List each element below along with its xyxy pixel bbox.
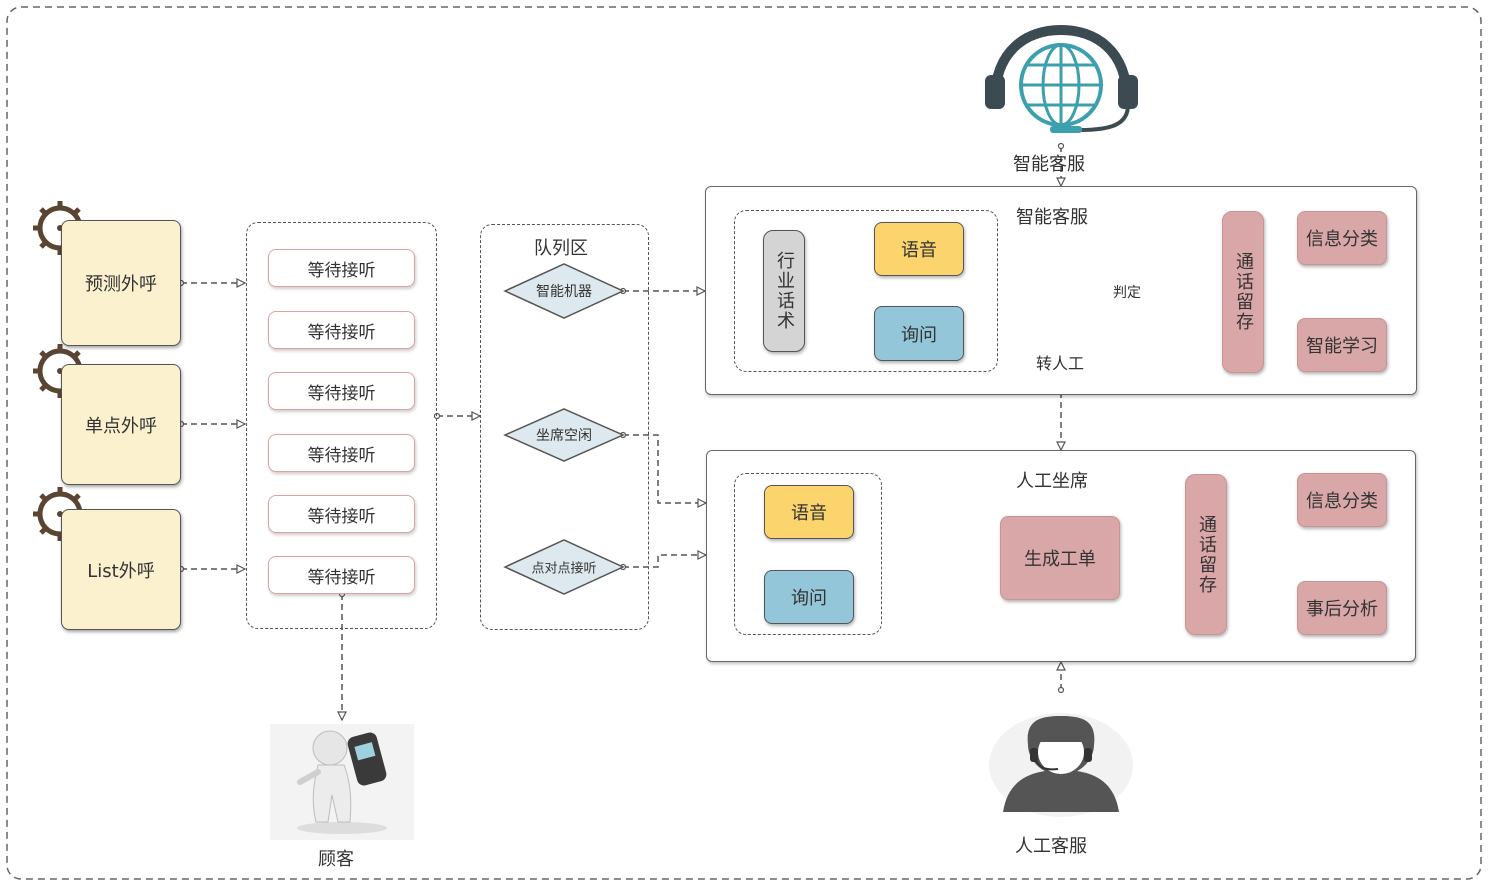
transfer-to-human-label: 转人工 <box>1036 354 1085 373</box>
wait-item[interactable]: 等待接听 <box>268 556 415 594</box>
human-voice-box[interactable]: 语音 <box>764 485 854 539</box>
ai-call-record-label: 通话留存 <box>1233 252 1254 332</box>
wait-item-label: 等待接听 <box>307 383 376 404</box>
human-info-classify[interactable]: 信息分类 <box>1297 473 1387 527</box>
wait-item-label: 等待接听 <box>307 322 376 343</box>
wait-group <box>246 222 437 629</box>
wait-item-label: 等待接听 <box>307 260 376 281</box>
queue-group <box>480 224 649 630</box>
wait-item[interactable]: 等待接听 <box>268 372 415 410</box>
ai-inquiry-label: 询问 <box>901 324 937 346</box>
wait-item-label: 等待接听 <box>307 567 376 588</box>
human-post-analysis-label: 事后分析 <box>1306 599 1378 620</box>
source-list-dial[interactable]: List外呼 <box>61 509 181 630</box>
source-predictive-label: 预测外呼 <box>85 274 157 295</box>
customer-figure-icon <box>270 724 414 840</box>
ai-inquiry-box[interactable]: 询问 <box>874 306 964 361</box>
wait-item-label: 等待接听 <box>307 445 376 466</box>
ai-industry-script-label: 行业话术 <box>774 251 795 331</box>
ai-call-record[interactable]: 通话留存 <box>1222 211 1264 373</box>
source-single-dial[interactable]: 单点外呼 <box>61 364 181 485</box>
agent-icon <box>989 713 1133 817</box>
wait-item[interactable]: 等待接听 <box>268 434 415 472</box>
outer-frame <box>6 6 1482 880</box>
human-call-record-label: 通话留存 <box>1196 514 1217 595</box>
ai-voice-label: 语音 <box>901 240 937 261</box>
ai-panel-title: 智能客服 <box>1016 207 1088 228</box>
source-single-label: 单点外呼 <box>85 415 157 437</box>
human-panel-title: 人工坐席 <box>1016 471 1088 492</box>
diamond-robot <box>503 263 625 319</box>
queue-title: 队列区 <box>534 238 588 259</box>
source-predictive-dial[interactable]: 预测外呼 <box>61 220 181 346</box>
ai-dialog-group <box>734 210 998 372</box>
human-service-bottom-label: 人工客服 <box>1015 836 1087 857</box>
source-list-label: List外呼 <box>87 560 155 582</box>
ai-info-classify[interactable]: 信息分类 <box>1297 211 1387 265</box>
wait-item[interactable]: 等待接听 <box>268 311 415 349</box>
generate-ticket-label: 生成工单 <box>1024 549 1096 570</box>
wait-item-label: 等待接听 <box>307 506 376 527</box>
human-inquiry-label: 询问 <box>791 588 827 609</box>
ai-judge-label[interactable]: 判定 <box>1113 285 1141 301</box>
wait-item[interactable]: 等待接听 <box>268 495 415 533</box>
diamond-idle <box>503 408 625 462</box>
queue-robot-label[interactable]: 智能机器 <box>536 284 592 300</box>
ai-industry-script[interactable]: 行业话术 <box>763 230 805 352</box>
ai-smart-learning-label: 智能学习 <box>1306 336 1378 357</box>
ai-service-top-label: 智能客服 <box>1013 154 1085 175</box>
human-info-classify-label: 信息分类 <box>1306 491 1378 512</box>
human-call-record[interactable]: 通话留存 <box>1185 474 1227 635</box>
ai-voice-box[interactable]: 语音 <box>874 222 964 276</box>
human-post-analysis[interactable]: 事后分析 <box>1297 581 1387 635</box>
generate-ticket-box[interactable]: 生成工单 <box>1000 516 1120 600</box>
headset-globe-icon <box>985 24 1138 133</box>
wait-item[interactable]: 等待接听 <box>268 249 415 287</box>
human-dialog-group <box>734 473 882 635</box>
ai-info-classify-label: 信息分类 <box>1306 229 1378 250</box>
human-voice-label: 语音 <box>791 503 827 524</box>
queue-idle-label[interactable]: 坐席空闲 <box>536 428 592 444</box>
customer-label: 顾客 <box>318 849 354 870</box>
human-inquiry-box[interactable]: 询问 <box>764 570 854 624</box>
ai-smart-learning[interactable]: 智能学习 <box>1297 318 1387 372</box>
diamond-p2p <box>503 539 625 595</box>
edge-p2p-to-human <box>623 555 706 567</box>
queue-p2p-label[interactable]: 点对点接听 <box>531 561 597 577</box>
